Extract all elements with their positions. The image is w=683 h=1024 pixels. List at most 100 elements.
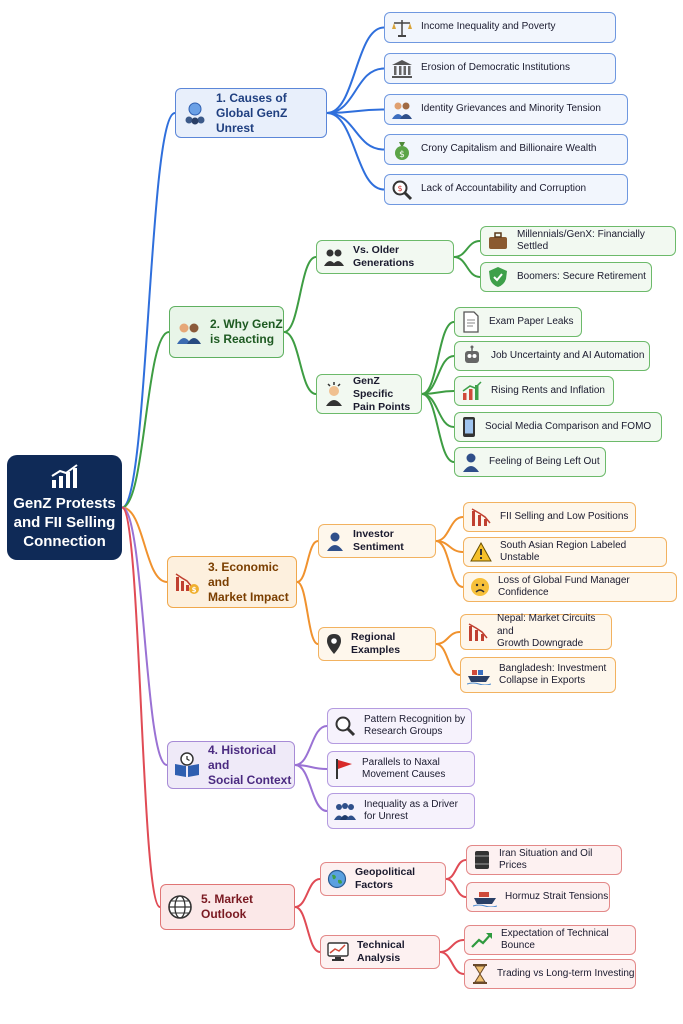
connector-line xyxy=(296,540,319,583)
leaf-exam-leaks[interactable]: Exam Paper Leaks xyxy=(454,307,582,337)
leaf-label: Millennials/GenX: Financially Settled xyxy=(517,228,645,253)
connector-line xyxy=(296,581,319,645)
leaf-technical-bounce[interactable]: Expectation of Technical Bounce xyxy=(464,925,636,955)
scales-icon xyxy=(391,18,413,38)
connector-line xyxy=(283,256,317,333)
red-flag-icon xyxy=(334,758,354,780)
branch-causes[interactable]: 1. Causes of Global GenZ Unrest xyxy=(175,88,327,138)
leaf-label: Pattern Recognition by Research Groups xyxy=(364,713,466,738)
leaf-nepal[interactable]: Nepal: Market Circuits and Growth Downgr… xyxy=(460,613,612,650)
leaf-label: Boomers: Secure Retirement xyxy=(517,270,646,282)
leaf-label: Bangladesh: Investment Collapse in Expor… xyxy=(499,662,607,687)
leaf-income-inequality[interactable]: Income Inequality and Poverty xyxy=(384,12,616,43)
group-regional-examples[interactable]: Regional Examples xyxy=(318,627,436,661)
leaf-label: Parallels to Naxal Movement Causes xyxy=(362,756,446,781)
leaf-label: Loss of Global Fund Manager Confidence xyxy=(498,574,630,599)
leaf-label: Exam Paper Leaks xyxy=(489,315,574,327)
branch-causes-label: 1. Causes of Global GenZ Unrest xyxy=(216,90,288,135)
leaf-accountability[interactable]: $ Lack of Accountability and Corruption xyxy=(384,174,628,205)
leaf-left-out[interactable]: Feeling of Being Left Out xyxy=(454,447,606,477)
robot-icon xyxy=(461,345,483,367)
connector-line xyxy=(294,764,328,812)
svg-text:$: $ xyxy=(399,150,405,160)
warning-icon xyxy=(470,542,492,562)
leaf-trading-vs-investing[interactable]: Trading vs Long-term Investing xyxy=(464,959,636,989)
leaf-fii-selling[interactable]: FII Selling and Low Positions xyxy=(463,502,636,532)
group-genz-pain-points[interactable]: GenZ Specific Pain Points xyxy=(316,374,422,414)
connector-line xyxy=(453,256,481,278)
leaf-democratic-erosion[interactable]: Erosion of Democratic Institutions xyxy=(384,53,616,84)
leaf-naxal-parallels[interactable]: Parallels to Naxal Movement Causes xyxy=(327,751,475,787)
branch-historical-context[interactable]: 4. Historical and Social Context xyxy=(167,741,295,789)
group-label: Investor Sentiment xyxy=(353,528,404,553)
leaf-label: Lack of Accountability and Corruption xyxy=(421,183,587,195)
branch-economic-label: 3. Economic and Market Impact xyxy=(208,559,289,604)
cargo-ship-icon xyxy=(467,665,491,685)
leaf-label: Trading vs Long-term Investing xyxy=(497,967,635,979)
branch-why-genz[interactable]: 2. Why GenZ is Reacting xyxy=(169,306,284,358)
connector-line xyxy=(435,643,461,676)
leaf-label: Nepal: Market Circuits and Growth Downgr… xyxy=(497,613,596,650)
leaf-social-media[interactable]: Social Media Comparison and FOMO xyxy=(454,412,662,442)
briefcase-icon xyxy=(487,231,509,251)
stressed-person-icon xyxy=(323,382,345,406)
globe-icon xyxy=(167,894,193,920)
leaf-label: Social Media Comparison and FOMO xyxy=(485,420,652,432)
group-investor-sentiment[interactable]: Investor Sentiment xyxy=(318,524,436,558)
globe-icon xyxy=(327,869,347,889)
shield-icon xyxy=(487,266,509,288)
ship-icon xyxy=(473,887,497,907)
branch-economic-impact[interactable]: $ 3. Economic and Market Impact xyxy=(167,556,297,608)
leaf-bangladesh[interactable]: Bangladesh: Investment Collapse in Expor… xyxy=(460,657,616,693)
branch-market-outlook[interactable]: 5. Market Outlook xyxy=(160,884,295,930)
leaf-label: Rising Rents and Inflation xyxy=(491,384,605,396)
connector-line xyxy=(294,906,321,953)
leaf-fund-manager-confidence[interactable]: Loss of Global Fund Manager Confidence xyxy=(463,572,677,602)
branch-why-genz-label: 2. Why GenZ is Reacting xyxy=(210,317,283,346)
leaf-hormuz[interactable]: Hormuz Strait Tensions xyxy=(466,882,610,912)
trend-up-icon xyxy=(471,930,493,950)
leaf-identity-grievances[interactable]: Identity Grievances and Minority Tension xyxy=(384,94,628,125)
leaf-rents-inflation[interactable]: Rising Rents and Inflation xyxy=(454,376,614,406)
connector-line xyxy=(445,878,467,898)
chart-down-icon xyxy=(467,622,489,642)
bank-icon xyxy=(391,59,413,79)
people-icon xyxy=(323,247,345,267)
leaf-region-unstable[interactable]: South Asian Region Labeled Unstable xyxy=(463,537,667,567)
leaf-pattern-recognition[interactable]: Pattern Recognition by Research Groups xyxy=(327,708,472,744)
leaf-iran-oil[interactable]: Iran Situation and Oil Prices xyxy=(466,845,622,875)
person-icon xyxy=(461,452,481,472)
leaf-inequality-driver[interactable]: Inequality as a Driver for Unrest xyxy=(327,793,475,829)
connector-line xyxy=(439,939,465,953)
people-globe-icon xyxy=(182,100,208,126)
leaf-label: South Asian Region Labeled Unstable xyxy=(500,539,627,564)
connector-line xyxy=(121,112,176,509)
group-geopolitical[interactable]: Geopolitical Factors xyxy=(320,862,446,896)
money-bag-icon: $ xyxy=(391,139,413,161)
connector-line xyxy=(294,725,328,766)
leaf-boomers[interactable]: Boomers: Secure Retirement xyxy=(480,262,652,292)
leaf-label: Erosion of Democratic Institutions xyxy=(421,62,570,74)
group-label: Vs. Older Generations xyxy=(353,244,415,269)
connector-line xyxy=(121,506,161,908)
leaf-label: Job Uncertainty and AI Automation xyxy=(491,349,645,361)
group-label: Regional Examples xyxy=(351,631,401,656)
leaf-label: Income Inequality and Poverty xyxy=(421,21,556,33)
leaf-label: Inequality as a Driver for Unrest xyxy=(364,798,458,823)
group-label: Geopolitical Factors xyxy=(355,866,416,891)
leaf-millennials-genx[interactable]: Millennials/GenX: Financially Settled xyxy=(480,226,676,256)
connector-line xyxy=(326,67,385,114)
leaf-crony-capitalism[interactable]: $ Crony Capitalism and Billionaire Wealt… xyxy=(384,134,628,165)
group-technical-analysis[interactable]: Technical Analysis xyxy=(320,935,440,969)
connector-line xyxy=(326,112,385,151)
leaf-job-uncertainty[interactable]: Job Uncertainty and AI Automation xyxy=(454,341,650,371)
people-talking-icon xyxy=(176,319,202,345)
connector-line xyxy=(121,506,168,583)
connector-line xyxy=(439,951,465,975)
leaf-label: Expectation of Technical Bounce xyxy=(501,927,609,952)
connector-line xyxy=(435,631,461,645)
location-pin-icon xyxy=(325,633,343,655)
group-older-generations[interactable]: Vs. Older Generations xyxy=(316,240,454,274)
magnifier-icon: $ xyxy=(391,179,413,201)
